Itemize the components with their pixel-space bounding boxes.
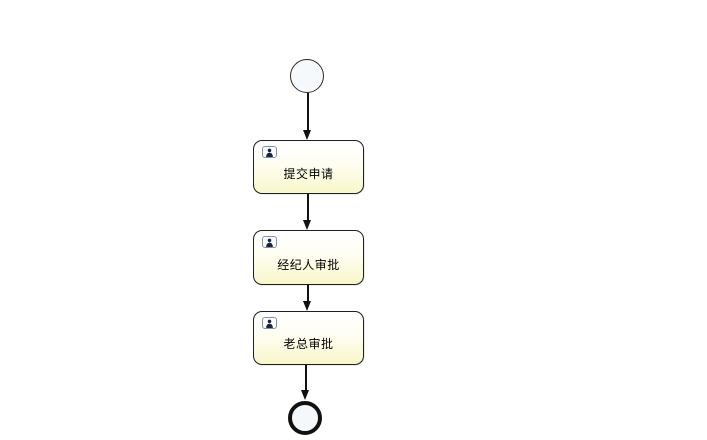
sequence-flow-line <box>307 194 309 221</box>
task-label: 经纪人审批 <box>277 258 340 272</box>
sequence-flow-line <box>305 365 307 390</box>
task-node-broker-approval: 经纪人审批 <box>253 230 364 285</box>
sequence-flow-line <box>307 285 309 302</box>
sequence-flow-line <box>307 93 309 131</box>
end-event-circle <box>288 401 322 435</box>
user-icon <box>262 317 277 329</box>
user-icon <box>262 146 277 158</box>
arrowhead-icon <box>301 390 309 400</box>
task-node-submit-application: 提交申请 <box>253 140 364 194</box>
arrowhead-icon <box>303 301 311 311</box>
task-node-boss-approval: 老总审批 <box>253 311 364 365</box>
user-icon <box>262 236 277 248</box>
arrowhead-icon <box>303 220 311 230</box>
arrowhead-icon <box>303 130 311 140</box>
task-label: 提交申请 <box>283 167 334 181</box>
task-label: 老总审批 <box>283 337 334 351</box>
start-event-circle <box>290 59 324 93</box>
